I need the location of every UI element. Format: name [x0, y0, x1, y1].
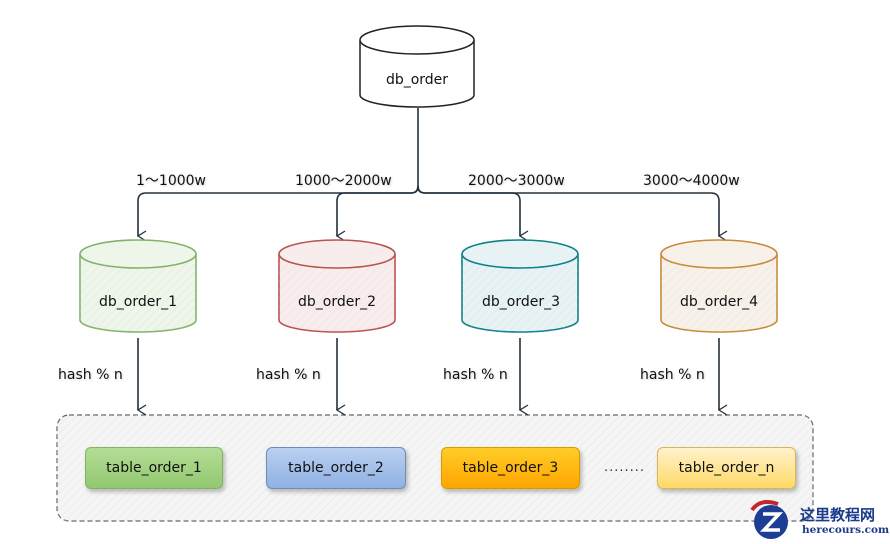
- watermark-en-text: herecours.com: [802, 524, 890, 536]
- table-node-3: table_order_3: [441, 447, 580, 489]
- shard-db-label-1: db_order_1: [98, 294, 177, 310]
- table-label-2: table_order_2: [288, 460, 384, 476]
- hash-connectors: [136, 338, 728, 416]
- hash-label-3: hash % n: [443, 367, 508, 383]
- shard-db-cylinder-2: [278, 239, 396, 333]
- table-group-container: [56, 414, 814, 522]
- table-node-n: table_order_n: [657, 447, 796, 489]
- table-node-2: table_order_2: [266, 447, 406, 489]
- watermark-cn-text: 这里教程网: [800, 506, 876, 524]
- watermark: 这里教程网 herecours.com: [742, 502, 890, 544]
- root-db-label: db_order: [385, 72, 449, 88]
- shard-db-cylinder-4: [660, 239, 778, 333]
- hash-label-1: hash % n: [58, 367, 123, 383]
- table-node-1: table_order_1: [85, 447, 223, 489]
- range-connectors: [136, 108, 728, 242]
- table-label-1: table_order_1: [106, 460, 202, 476]
- range-label-1: 1～1000w: [136, 173, 206, 189]
- hash-label-4: hash % n: [640, 367, 705, 383]
- shard-db-cylinder-3: [461, 239, 579, 333]
- ellipsis: ........: [604, 460, 646, 475]
- watermark-logo-icon: [750, 500, 788, 539]
- range-label-2: 1000～2000w: [295, 173, 392, 189]
- table-label-3: table_order_3: [462, 460, 559, 476]
- shard-db-cylinder-1: [79, 239, 197, 333]
- range-label-3: 2000～3000w: [468, 173, 565, 189]
- shard-db-label-4: db_order_4: [679, 294, 758, 310]
- shard-db-label-2: db_order_2: [297, 294, 376, 310]
- range-label-4: 3000～4000w: [643, 173, 740, 189]
- hash-label-2: hash % n: [256, 367, 321, 383]
- root-db-cylinder: [359, 25, 475, 108]
- shard-db-label-3: db_order_3: [481, 294, 560, 310]
- table-label-n: table_order_n: [678, 460, 775, 476]
